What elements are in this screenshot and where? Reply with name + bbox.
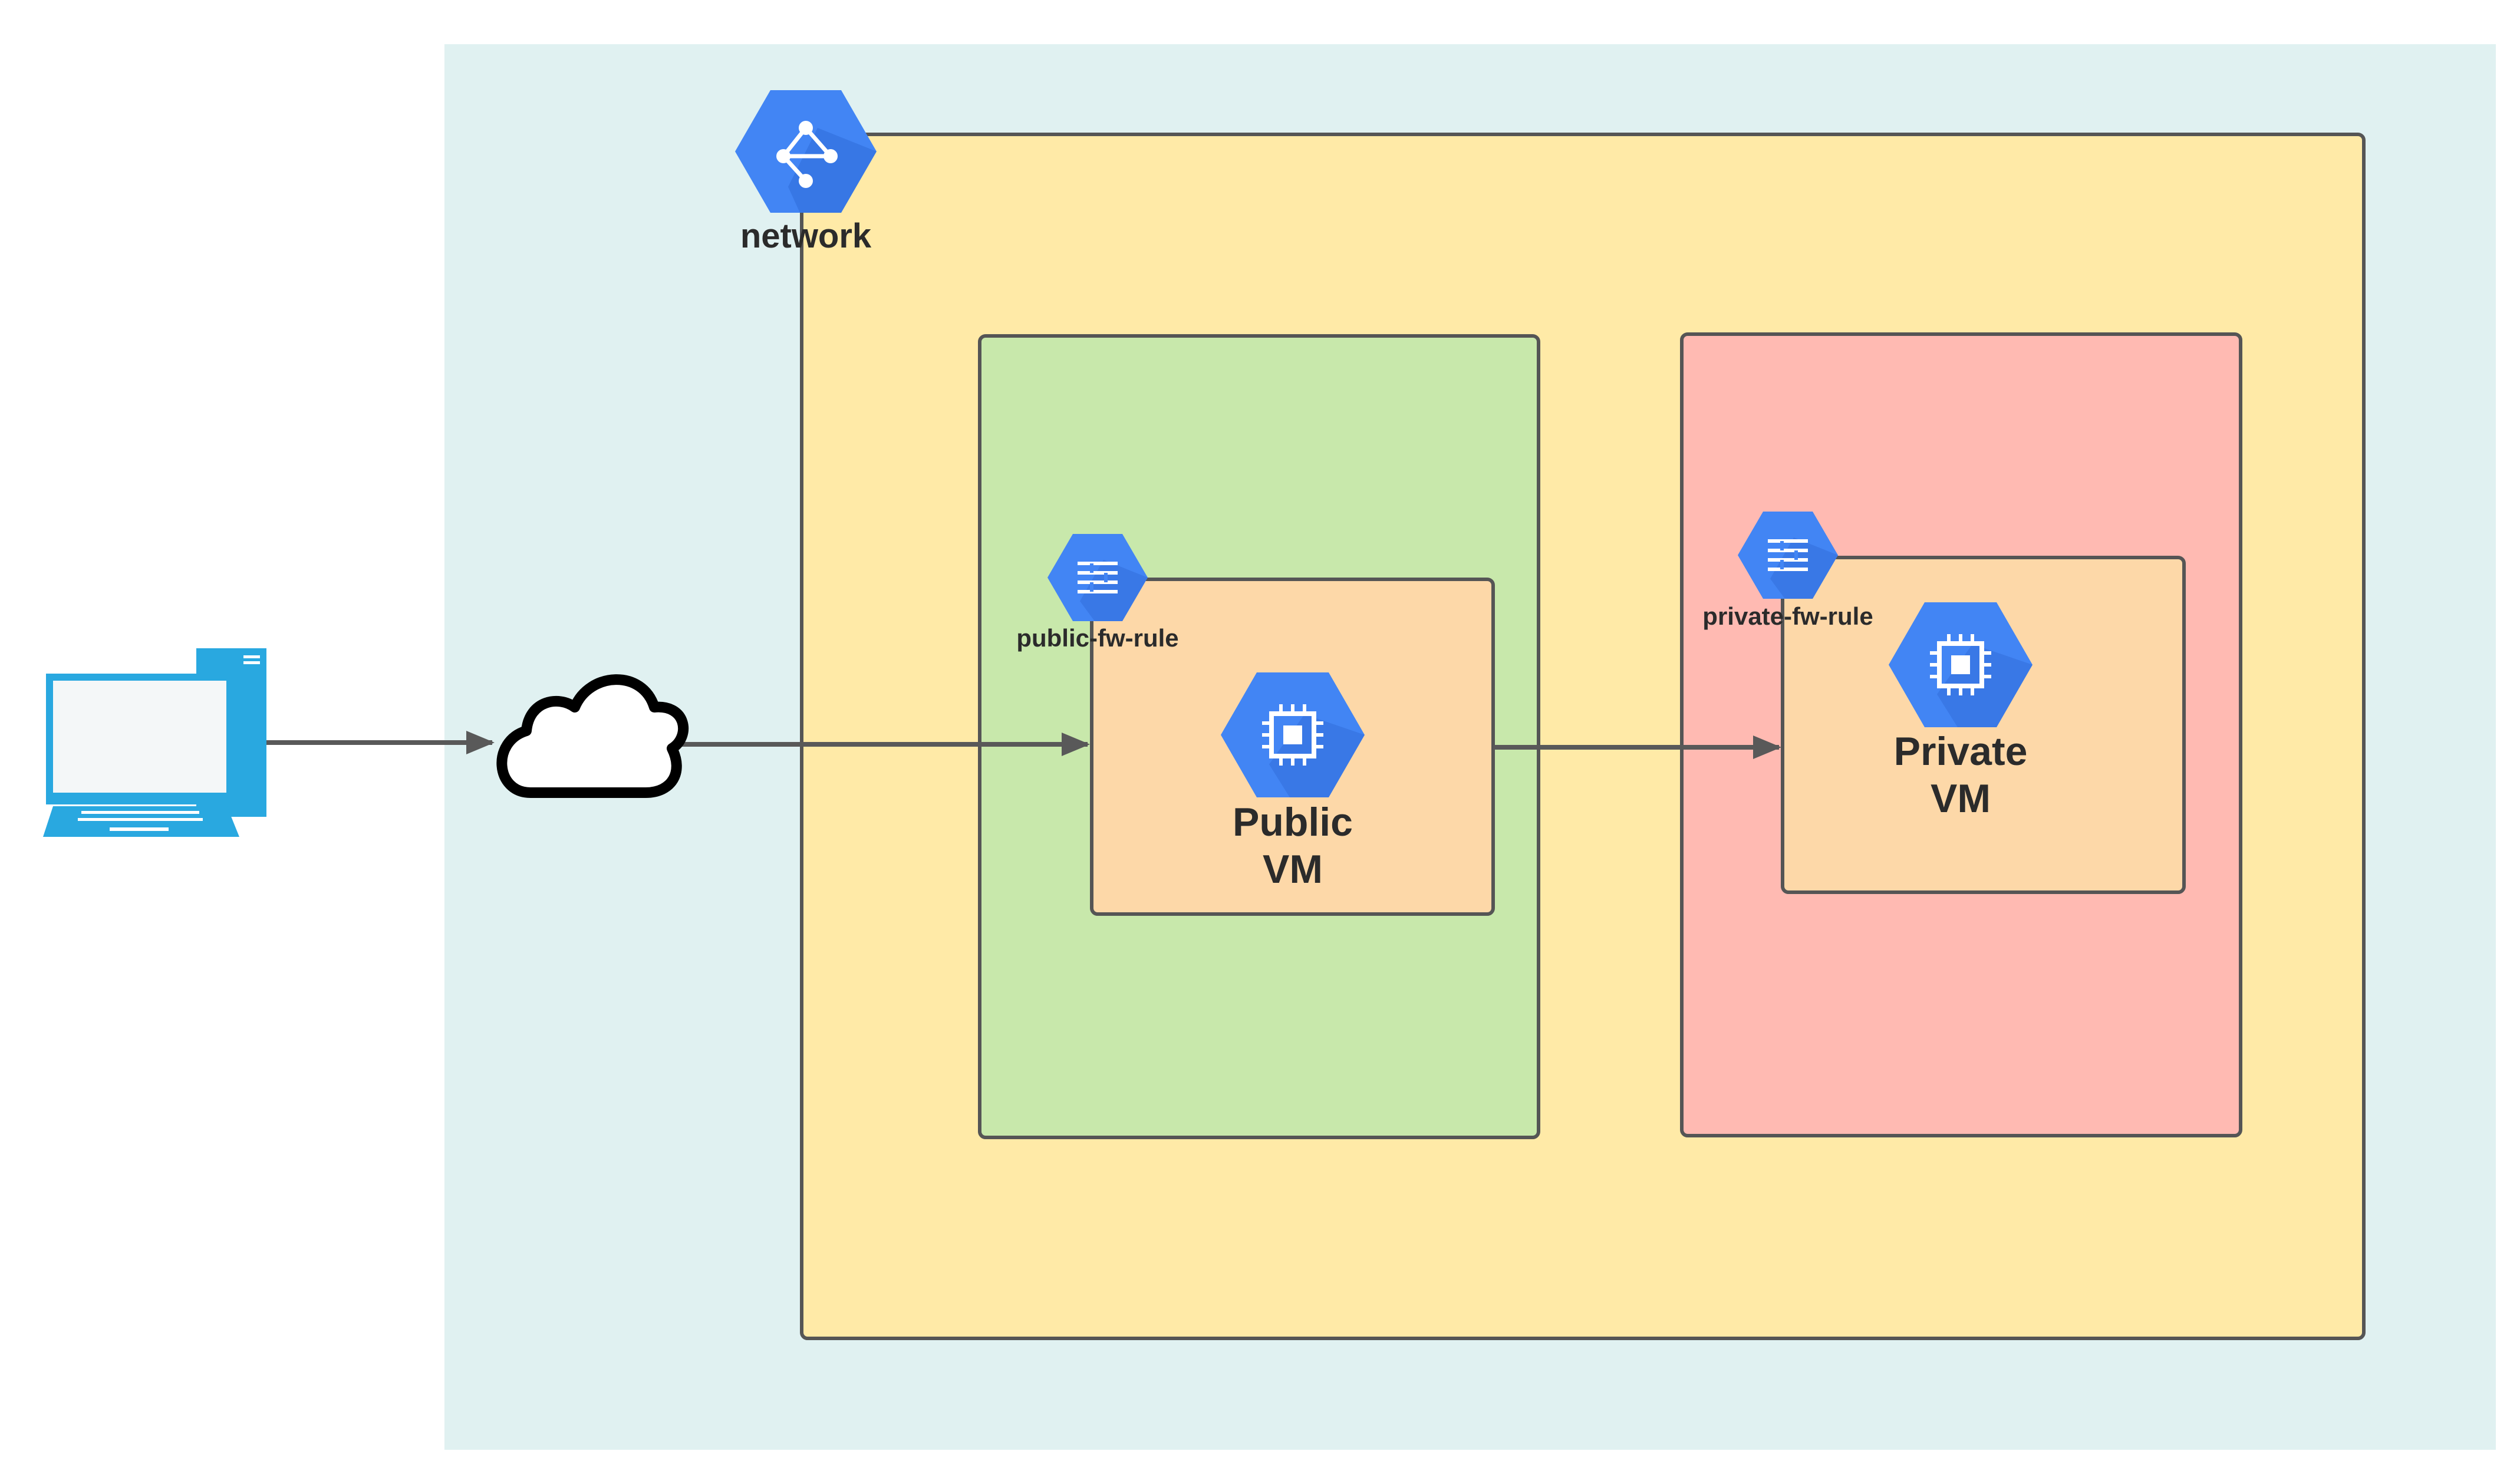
cloud-icon[interactable] [496, 674, 689, 798]
private-fw-label: private-fw-rule [1702, 602, 1873, 630]
public-vm-label-line2: VM [1263, 847, 1323, 892]
private-vm-label-line1: Private [1894, 729, 2028, 774]
vpc-network-icon[interactable] [735, 90, 877, 213]
compute-engine-icon[interactable] [1889, 602, 2033, 727]
firewall-icon[interactable] [1738, 512, 1838, 599]
firewall-icon[interactable] [1047, 534, 1148, 621]
public-vm-label-line1: Public [1233, 800, 1353, 845]
network-label: network [740, 217, 872, 255]
private-vm-label-line2: VM [1931, 776, 1991, 821]
compute-engine-icon[interactable] [1221, 672, 1365, 797]
desktop-computer-icon[interactable] [43, 648, 266, 837]
public-fw-label: public-fw-rule [1016, 624, 1178, 652]
